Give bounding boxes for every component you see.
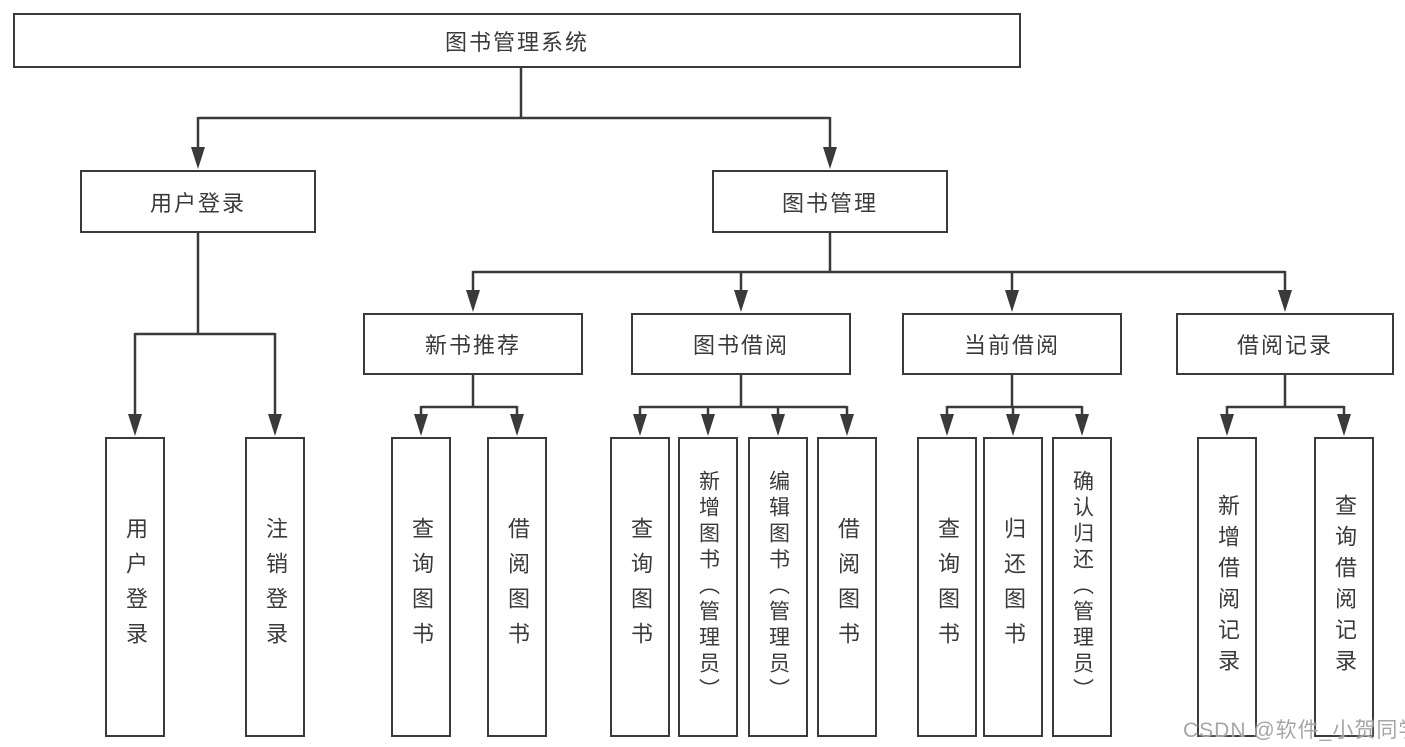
- leaf-bb-borrow-books: 借阅图书: [817, 437, 877, 737]
- leaf-cb-query-books: 查询图书: [917, 437, 977, 737]
- node-book-management-label: 图书管理: [781, 190, 878, 216]
- node-new-book-recommend-label: 新书推荐: [424, 333, 521, 358]
- leaf-nb-query-books-label: 查询图书: [409, 517, 434, 657]
- leaf-br-add-record-label: 新增借阅记录: [1215, 494, 1240, 680]
- node-book-borrow: 图书借阅: [631, 313, 851, 375]
- leaf-bb-edit-books-admin: 编辑图书（管理员）: [748, 437, 808, 737]
- leaf-nb-query-books: 查询图书: [391, 437, 451, 737]
- leaf-cb-confirm-return-admin: 确认归还（管理员）: [1052, 437, 1112, 737]
- leaf-bb-add-books-admin-label: 新增图书（管理员）: [696, 470, 720, 704]
- leaf-bb-edit-books-admin-label: 编辑图书（管理员）: [766, 470, 790, 704]
- leaf-br-query-record: 查询借阅记录: [1314, 437, 1374, 737]
- leaf-cb-return-books-label: 归还图书: [1001, 517, 1026, 657]
- leaf-cb-query-books-label: 查询图书: [935, 517, 960, 657]
- node-current-borrow: 当前借阅: [902, 313, 1122, 375]
- leaf-cb-confirm-return-admin-label: 确认归还（管理员）: [1070, 470, 1094, 704]
- node-book-borrow-label: 图书借阅: [692, 333, 789, 358]
- node-root-label: 图书管理系统: [444, 29, 589, 55]
- leaf-bb-add-books-admin: 新增图书（管理员）: [678, 437, 738, 737]
- leaf-nb-borrow-books-label: 借阅图书: [505, 517, 530, 657]
- leaf-cb-return-books: 归还图书: [983, 437, 1043, 737]
- node-borrow-records: 借阅记录: [1176, 313, 1394, 375]
- leaf-br-add-record: 新增借阅记录: [1197, 437, 1257, 737]
- leaf-bb-query-books-label: 查询图书: [628, 517, 653, 657]
- node-root: 图书管理系统: [13, 13, 1021, 68]
- leaf-br-query-record-label: 查询借阅记录: [1332, 494, 1357, 680]
- leaf-logout: 注销登录: [245, 437, 305, 737]
- leaf-nb-borrow-books: 借阅图书: [487, 437, 547, 737]
- leaf-bb-query-books: 查询图书: [610, 437, 670, 737]
- node-user-login: 用户登录: [80, 170, 316, 233]
- watermark: CSDN @软件_小贺同学: [1183, 719, 1405, 742]
- node-current-borrow-label: 当前借阅: [963, 333, 1060, 358]
- leaf-user-login-label: 用户登录: [123, 517, 148, 657]
- leaf-user-login: 用户登录: [105, 437, 165, 737]
- leaf-logout-label: 注销登录: [263, 517, 288, 657]
- node-user-login-label: 用户登录: [149, 190, 246, 216]
- leaf-bb-borrow-books-label: 借阅图书: [835, 517, 860, 657]
- node-borrow-records-label: 借阅记录: [1236, 333, 1333, 358]
- node-new-book-recommend: 新书推荐: [363, 313, 583, 375]
- node-book-management: 图书管理: [712, 170, 948, 233]
